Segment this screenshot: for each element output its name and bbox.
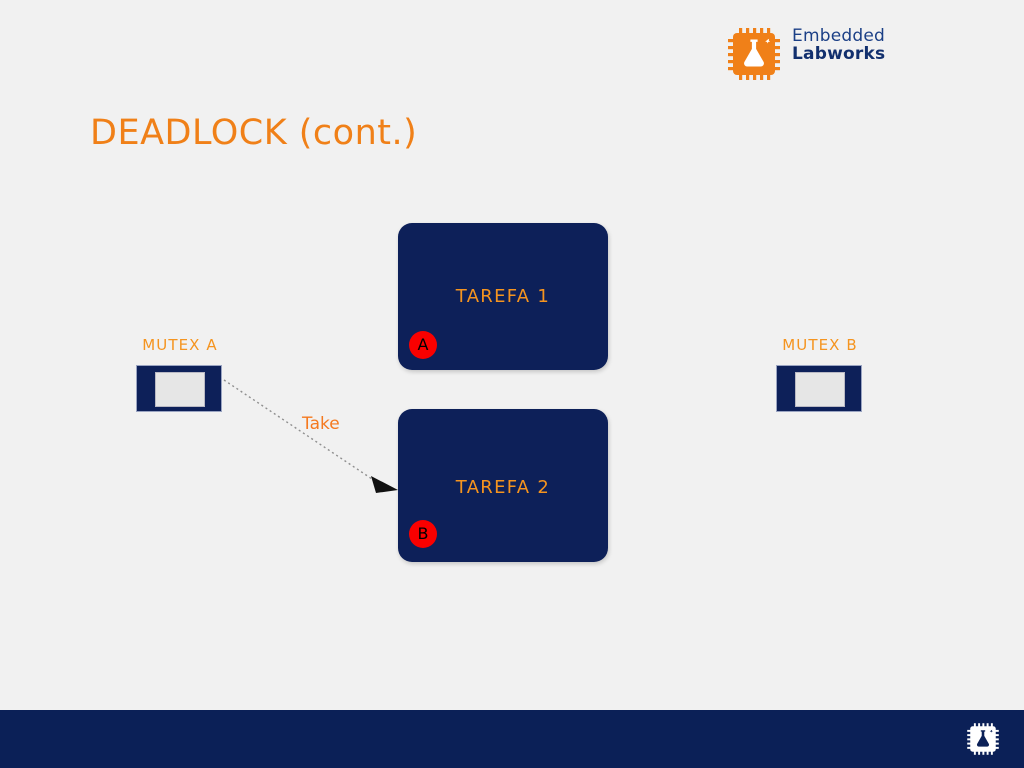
footer-bar [0,710,1024,768]
brand-line-embedded: Embedded [792,26,885,46]
task-label-tarefa-2: TAREFA 2 [455,477,551,498]
mutex-b-inner [795,372,845,407]
footer-chip-flask-icon [966,722,1000,756]
mutex-a-inner [155,372,205,407]
mutex-a-label: MUTEX A [142,336,218,354]
task-label-tarefa-1: TAREFA 1 [455,286,551,307]
page-title: DEADLOCK (cont.) [90,113,418,153]
task-box-tarefa-1: TAREFA 1 A [398,223,608,370]
brand-line-labworks: Labworks [792,43,886,64]
mutex-b-shape [776,365,862,412]
held-mutex-badge-b: B [409,520,437,548]
take-arrow-label: Take [302,414,340,434]
take-arrow-head [371,476,398,493]
chip-flask-icon [726,26,782,82]
mutex-b-label: MUTEX B [782,336,858,354]
brand-wordmark: Embedded Labworks [792,26,886,64]
take-arrow-line [223,379,379,484]
held-mutex-badge-a: A [409,331,437,359]
task-box-tarefa-2: TAREFA 2 B [398,409,608,562]
brand-logo: Embedded Labworks [726,26,886,86]
mutex-a-shape [136,365,222,412]
